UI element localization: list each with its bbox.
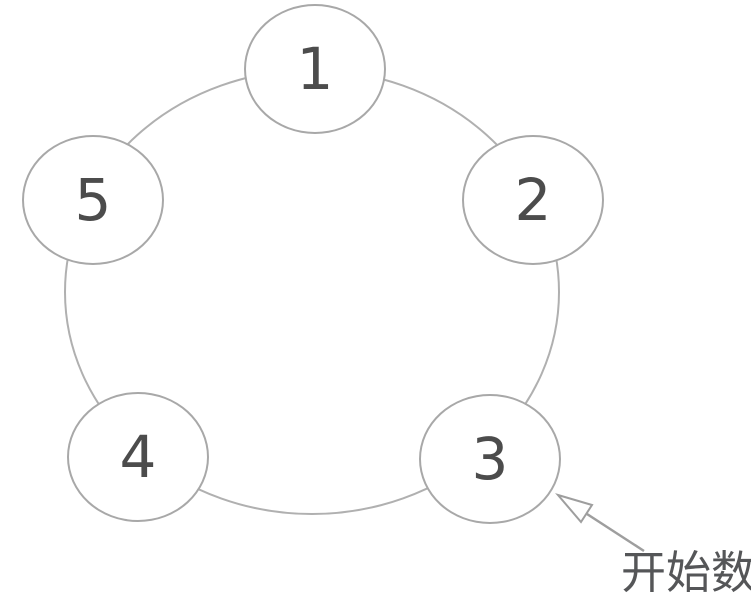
arrow-head	[555, 493, 594, 524]
node-5: 5	[22, 135, 164, 265]
node-3-label: 3	[471, 425, 509, 493]
node-1: 1	[244, 4, 386, 134]
node-2-label: 2	[514, 166, 552, 234]
node-4: 4	[67, 392, 209, 522]
node-2: 2	[462, 135, 604, 265]
annotation-arrow	[555, 493, 645, 553]
arrow-shaft	[586, 512, 645, 553]
node-5-label: 5	[74, 166, 112, 234]
annotation-label: 开始数	[621, 546, 751, 599]
node-1-label: 1	[296, 35, 334, 103]
node-4-label: 4	[119, 423, 157, 491]
node-3: 3	[419, 394, 561, 524]
